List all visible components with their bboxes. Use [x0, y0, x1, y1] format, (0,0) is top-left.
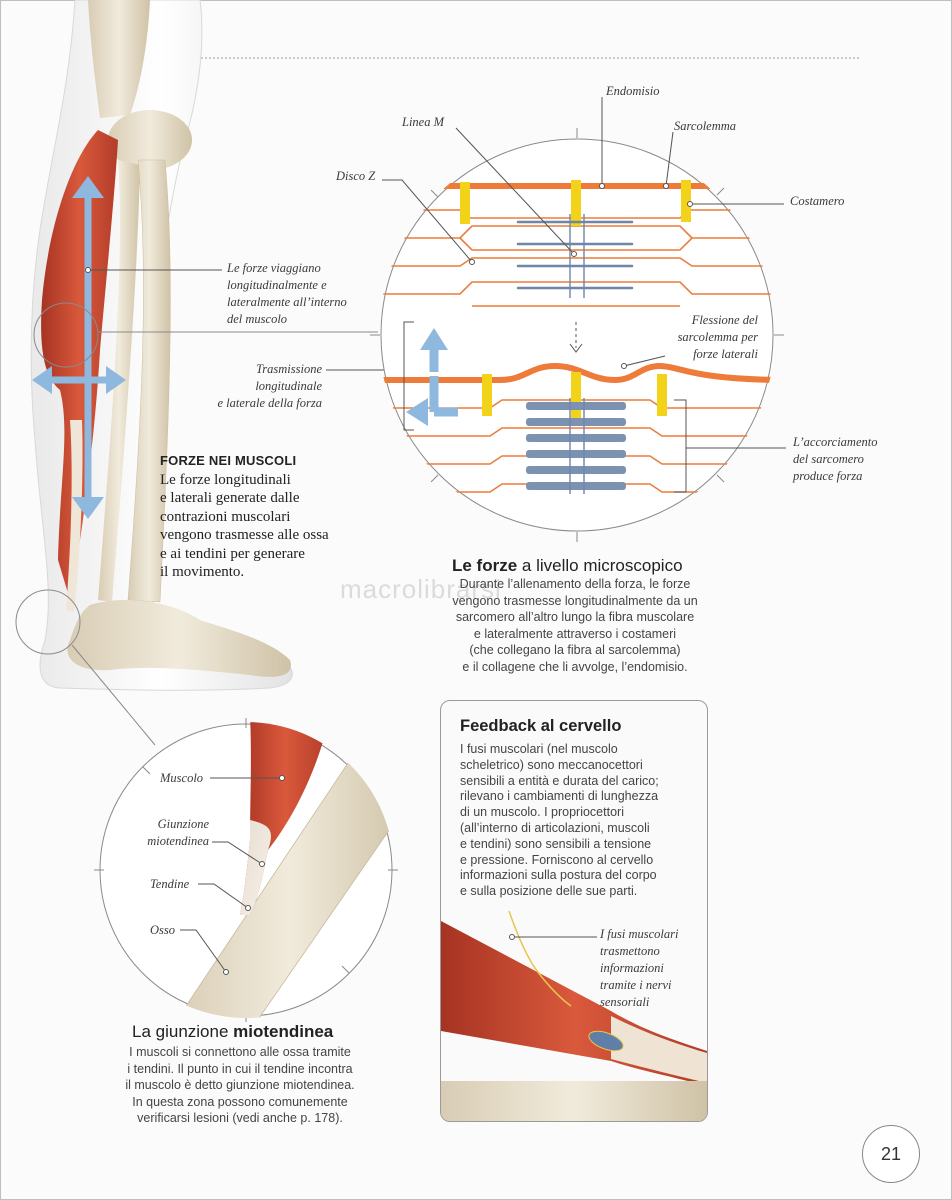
label-line: e laterale della forza: [217, 396, 323, 410]
forze-muscoli-line: e laterali generate dalle: [160, 490, 300, 506]
label-line: del muscolo: [227, 312, 288, 326]
giunzione-line: i tendini. Il punto in cui il tendine in…: [127, 1061, 353, 1076]
label-endomisio: Endomisio: [606, 84, 660, 98]
feedback-line: e pressione. Forniscono al cervello: [460, 852, 654, 867]
micro-line: e lateralmente attraverso i costameri: [473, 626, 677, 641]
micro-line: vengono trasmesse longitudinalmente da u…: [452, 593, 698, 608]
leg-illustration: [15, 0, 404, 746]
feedback-title: Feedback al cervello: [460, 717, 622, 735]
feedback-body: I fusi muscolari (nel muscolo scheletric…: [460, 742, 700, 900]
label-line: L’accorciamento: [793, 435, 878, 449]
forze-muscoli-line: vengono trasmesse alle ossa: [160, 527, 329, 543]
label-line: tramite i nervi: [600, 978, 672, 992]
watermark: macrolibrarsi: [340, 574, 502, 604]
label-line: Flessione del: [691, 313, 758, 327]
page-number: 21: [862, 1125, 920, 1183]
label-trasmissione: Trasmissione longitudinale e laterale de…: [206, 361, 323, 412]
feedback-line: scheletrico) sono meccanocettori: [460, 757, 643, 772]
feedback-line: (all’interno di articolazioni, muscoli: [460, 820, 650, 835]
giunzione-line: In questa zona possono comunemente: [132, 1094, 348, 1109]
label-fusi: I fusi muscolari trasmettono informazion…: [600, 926, 678, 1011]
giunzione-line: I muscoli si connettono alle ossa tramit…: [129, 1045, 351, 1059]
label-line: longitudinale: [255, 379, 322, 393]
giunzione-title-rest: La giunzione: [132, 1022, 234, 1041]
feedback-line: rilevano i cambiamenti di lunghezza: [460, 789, 659, 804]
micro-line: Durante l’allenamento della forza, le fo…: [459, 577, 691, 591]
micro-line: e il collagene che li avvolge, l’endomis…: [462, 659, 688, 674]
micro-line: (che collegano la fibra al sarcolemma): [469, 643, 681, 657]
label-flessione: Flessione del sarcolemma per forze later…: [668, 312, 758, 363]
label-line: sensoriali: [600, 995, 650, 1009]
forze-muscoli-heading: FORZE NEI MUSCOLI: [160, 453, 297, 468]
label-line: informazioni: [600, 961, 664, 975]
label-costamero: Costamero: [790, 194, 845, 208]
label-osso: Osso: [150, 923, 176, 937]
label-line: produce forza: [793, 469, 863, 483]
label-giunzione: Giunzione miotendinea: [137, 816, 209, 850]
feedback-box: Feedback al cervello I fusi muscolari (n…: [440, 700, 708, 1122]
label-line: Trasmissione: [256, 362, 322, 376]
feedback-line: sensibili a entità e durata del carico;: [460, 773, 659, 788]
label-line: sarcolemma per: [677, 330, 758, 344]
label-line: forze laterali: [693, 347, 758, 361]
label-line: Giunzione: [157, 817, 209, 831]
feedback-line: e sulla posizione delle sue parti.: [460, 884, 638, 899]
feedback-line: informazioni sulla postura del corpo: [460, 868, 657, 883]
label-accorciamento: L’accorciamento del sarcomero produce fo…: [793, 434, 877, 485]
forze-muscoli-line: il movimento.: [160, 564, 245, 580]
micro-caption-title: Le forze a livello microscopico: [452, 556, 683, 576]
feedback-line: di un muscolo. I propriocettori: [460, 805, 624, 820]
micro-title-bold: Le forze: [452, 556, 518, 575]
forze-muscoli-line: e ai tendini per generare: [160, 545, 305, 562]
label-line: miotendinea: [147, 834, 209, 848]
label-sarcolemma: Sarcolemma: [674, 119, 737, 133]
micro-line: sarcomero all’altro lungo la fibra musco…: [455, 610, 695, 624]
label-tendine: Tendine: [150, 877, 190, 891]
forze-muscoli-text: FORZE NEI MUSCOLI Le forze longitudinali…: [160, 452, 329, 582]
feedback-line: I fusi muscolari (nel muscolo: [460, 742, 618, 756]
label-line: Le forze viaggiano: [227, 261, 321, 275]
micro-title-rest: a livello microscopico: [517, 556, 683, 575]
label-line: lateralmente all’interno: [227, 295, 347, 309]
micro-circle: [370, 97, 786, 542]
giunzione-caption-title: La giunzione miotendinea: [132, 1022, 333, 1042]
giunzione-title-bold: miotendinea: [233, 1022, 334, 1041]
forze-muscoli-line: Le forze longitudinali: [160, 471, 291, 488]
micro-caption-body: Durante l’allenamento della forza, le fo…: [430, 576, 720, 675]
forze-muscoli-line: contrazioni muscolari: [160, 508, 291, 525]
giunzione-line: verificarsi lesioni (vedi anche p. 178).: [137, 1111, 343, 1125]
label-disco-z: Disco Z: [336, 169, 376, 183]
giunzione-line: il muscolo è detto giunzione miotendinea…: [125, 1078, 355, 1092]
label-line: longitudinalmente e: [227, 278, 327, 292]
label-line: trasmettono: [600, 944, 660, 958]
feedback-line: e tendini) sono sensibili a tensione: [460, 836, 652, 851]
giunzione-caption-body: I muscoli si connettono alle ossa tramit…: [100, 1044, 380, 1127]
label-line: del sarcomero: [793, 452, 864, 466]
myotendinous-circle: [94, 718, 398, 1022]
label-linea-m: Linea M: [402, 115, 445, 129]
label-line: I fusi muscolari: [600, 927, 679, 941]
muscle-spindle-illustration: [441, 911, 707, 1121]
label-forze-viaggiano: Le forze viaggiano longitudinalmente e l…: [227, 260, 347, 328]
label-muscolo: Muscolo: [160, 771, 204, 785]
